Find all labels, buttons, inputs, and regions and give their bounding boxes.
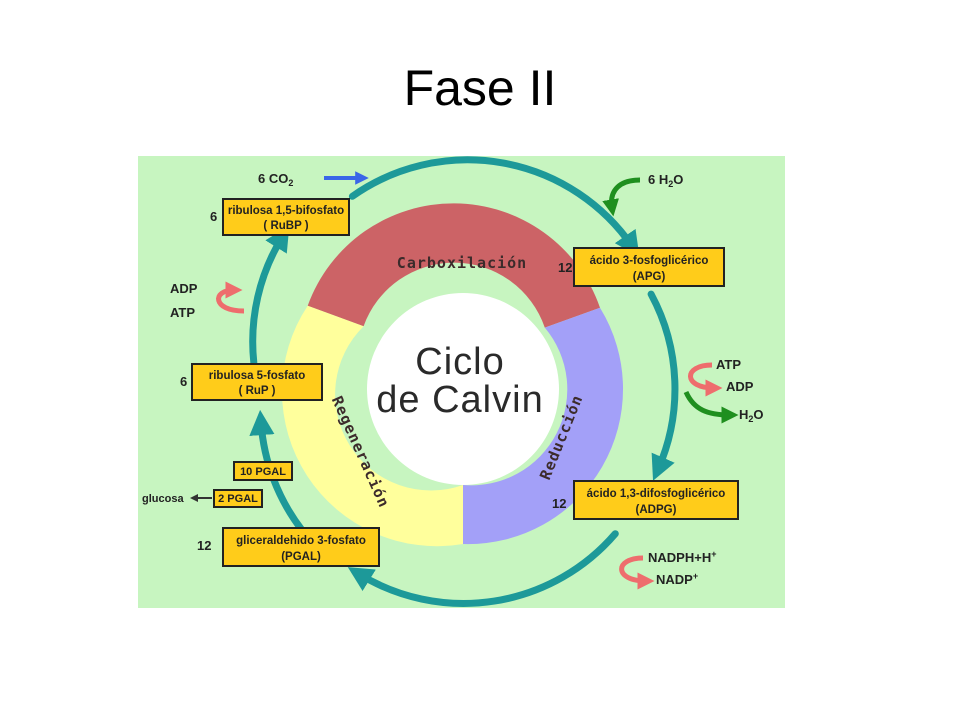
nadph-label: NADPH+H+ [648, 549, 716, 565]
pgal-abbr: (PGAL) [281, 551, 321, 563]
rup-count: 6 [180, 374, 187, 389]
cycle-arrow-to-adpg [647, 290, 679, 481]
atp-left-label: ATP [170, 305, 195, 320]
nadph-superscript: + [711, 549, 716, 559]
pgal-count: 12 [197, 538, 211, 553]
adp-right-label: ADP [726, 379, 754, 394]
rup-box [191, 363, 323, 401]
segment-regeneration [281, 305, 463, 547]
rubp-box [222, 198, 350, 236]
cycle-center [367, 293, 559, 485]
water-out-arrow [683, 390, 739, 424]
segment-carboxylation [307, 203, 600, 328]
adpg-abbr: (ADPG) [636, 504, 677, 516]
rubp-name: ribulosa 1,5-bifosfato [228, 205, 344, 217]
atp-adp-left-arrow [216, 281, 245, 314]
co2-label: 6 CO2 [258, 171, 293, 188]
pgal2-box [213, 489, 263, 508]
water-in-arrow [602, 177, 641, 217]
nadp-label: NADP+ [656, 571, 698, 587]
adpg-count: 12 [552, 496, 566, 511]
center-title-line1: Ciclo [415, 341, 504, 383]
cycle-arrow-to-rubp [249, 225, 290, 366]
water-in-text: 6 H [648, 172, 668, 187]
center-title-line2: de Calvin [376, 379, 543, 421]
rubp-count: 6 [210, 209, 217, 224]
calvin-cycle-diagram: Carboxilación Reducción Regeneración Cic… [138, 156, 785, 608]
apg-count: 12 [558, 260, 572, 275]
water-out-label: H2O [739, 407, 764, 424]
nadp-text: NADP [656, 572, 693, 587]
nadph-nadp-arrow [619, 555, 655, 590]
adpg-name: ácido 1,3-difosfoglicérico [587, 488, 726, 500]
pgal-name: gliceraldehido 3-fosfato [236, 535, 366, 547]
apg-abbr: (APG) [633, 271, 666, 283]
apg-name: ácido 3-fosfoglicérico [590, 255, 709, 267]
rubp-abbr: ( RuBP ) [263, 220, 308, 232]
rup-abbr: ( RuP ) [239, 385, 276, 397]
pgal10-box [233, 461, 293, 481]
water-in-suffix: O [673, 172, 683, 187]
water-out-subscript: 2 [748, 414, 753, 424]
cycle-arrow-to-pgal [347, 530, 619, 607]
co2-subscript: 2 [288, 178, 293, 188]
pgal-box [222, 527, 380, 567]
rup-name: ribulosa 5-fosfato [209, 370, 305, 382]
pgal10-label: 10 PGAL [240, 466, 286, 478]
water-out-suffix: O [753, 407, 763, 422]
atp-right-label: ATP [716, 357, 741, 372]
adpg-box [573, 480, 739, 520]
slide-title: Fase II [403, 60, 557, 116]
adp-left-label: ADP [170, 281, 198, 296]
atp-adp-right-arrow [688, 362, 723, 397]
glucose-label: glucosa [142, 493, 184, 505]
water-in-label: 6 H2O [648, 172, 683, 189]
label-carboxylation: Carboxilación [397, 254, 527, 272]
nadph-text: NADPH+H [648, 550, 711, 565]
water-in-subscript: 2 [668, 179, 673, 189]
water-out-text: H [739, 407, 748, 422]
co2-text: 6 CO [258, 171, 288, 186]
apg-box [573, 247, 725, 287]
nadp-superscript: + [693, 571, 698, 581]
pgal2-label: 2 PGAL [218, 493, 258, 505]
